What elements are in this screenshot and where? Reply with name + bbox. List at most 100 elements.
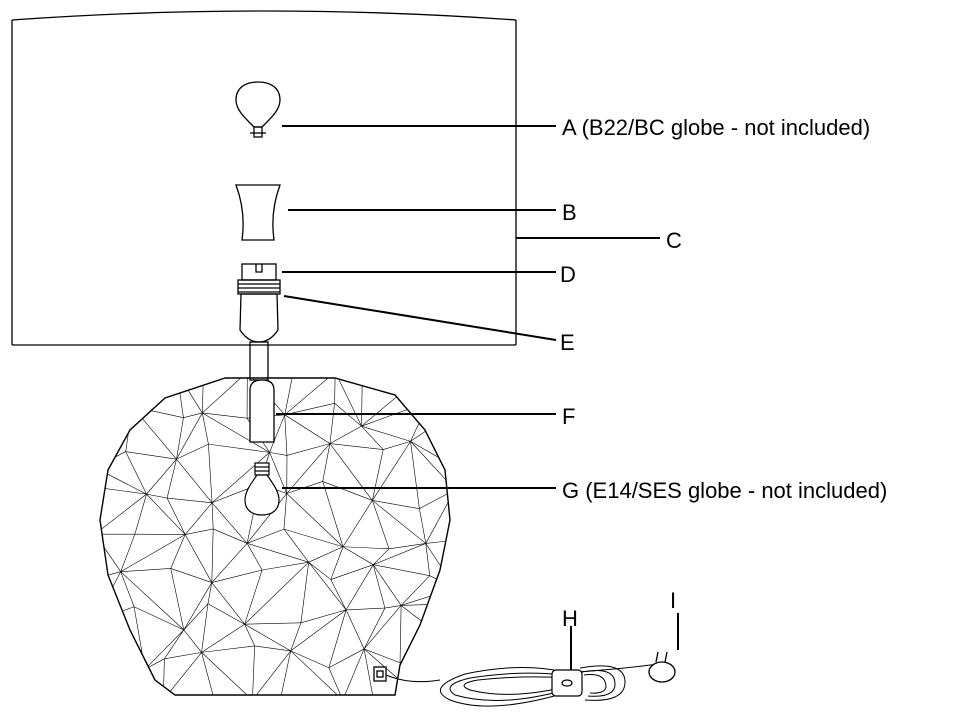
facet-edge	[162, 658, 165, 695]
base-switch	[373, 666, 387, 682]
facet-edge	[322, 481, 344, 547]
facet-edge	[342, 546, 374, 565]
facet-edge	[183, 412, 203, 419]
facet-edge	[400, 575, 430, 606]
facet-edge	[361, 425, 384, 450]
facet-edge	[208, 444, 213, 503]
facet-edge	[269, 452, 287, 494]
facet-edge	[202, 378, 248, 414]
facet-edge	[300, 609, 347, 624]
lamp-holder	[237, 263, 281, 381]
facet-edge	[167, 497, 213, 504]
facet-edge	[211, 582, 245, 625]
facet-edge	[363, 605, 402, 650]
facet-edge	[201, 652, 253, 695]
label-g: G (E14/SES globe - not included)	[562, 478, 887, 503]
facet-edge	[244, 623, 291, 652]
facet-edge	[202, 412, 248, 419]
facet-edge	[100, 406, 133, 416]
facet-edge	[201, 603, 209, 653]
leader-lines	[276, 125, 679, 670]
facet-edge	[426, 378, 430, 402]
facet-edge	[213, 528, 248, 544]
facet-edge	[201, 623, 245, 653]
facet-edge	[125, 451, 147, 495]
power-plug	[648, 651, 676, 683]
facet-edge	[363, 648, 401, 664]
label-b: B	[562, 200, 577, 225]
facet-edge	[410, 441, 450, 490]
facet-edge	[410, 441, 420, 509]
facet-edge	[134, 494, 147, 535]
inline-switch	[551, 669, 583, 697]
facet-edge	[330, 579, 347, 611]
facet-edge	[330, 546, 344, 580]
facet-edge	[120, 534, 136, 572]
facet-edge	[284, 414, 331, 444]
facet-edge	[342, 546, 390, 550]
facet-edge	[164, 629, 185, 659]
facet-edge	[428, 401, 450, 412]
facet-edge	[361, 378, 363, 427]
facet-edge	[133, 606, 184, 631]
facet-edge	[183, 582, 213, 631]
facet-edge	[120, 571, 184, 631]
facet-edge	[170, 568, 185, 630]
facet-edge	[146, 493, 168, 499]
facet-edge	[166, 459, 177, 499]
label-c: C	[666, 228, 682, 253]
facet-edge	[170, 534, 186, 569]
facet-edge	[125, 451, 177, 460]
facet-edge	[334, 378, 336, 404]
facet-edge	[269, 414, 286, 453]
label-d: D	[560, 262, 576, 287]
facet-edge	[132, 378, 136, 407]
facet-edge	[384, 605, 402, 609]
facet-edge	[283, 528, 309, 563]
facet-edge	[283, 493, 288, 530]
facet-edge	[279, 650, 291, 695]
facet-edge	[176, 412, 203, 460]
facet-edge	[284, 378, 336, 416]
facet-edge	[183, 603, 209, 631]
facet-edge	[345, 564, 374, 611]
facet-edge	[284, 402, 335, 416]
facet-edge	[211, 543, 248, 583]
facet-edge	[201, 645, 255, 653]
facet-edge	[202, 412, 209, 445]
facet-edge	[100, 669, 146, 695]
facet-edge	[100, 493, 147, 535]
facet-edge	[262, 561, 309, 571]
facet-edge	[247, 543, 309, 563]
facet-edge	[290, 650, 330, 668]
facet-edge	[425, 543, 450, 589]
facet-edge	[176, 458, 213, 503]
facet-edge	[208, 443, 270, 453]
facet-edge	[100, 659, 145, 670]
facet-edge	[389, 543, 426, 550]
facet-edge	[425, 489, 450, 544]
facet-edge	[329, 443, 384, 450]
facet-edge	[363, 607, 386, 650]
facet-edge	[426, 378, 450, 412]
facet-edge	[185, 528, 214, 535]
facet-edge	[246, 528, 285, 544]
facet-edge	[345, 609, 365, 650]
facet-edge	[329, 425, 362, 444]
facet-edge	[207, 603, 245, 625]
facet-edge	[373, 564, 430, 576]
facet-edge	[211, 569, 263, 583]
facet-edge	[211, 502, 248, 544]
facet-edge	[290, 650, 343, 695]
facet-edge	[328, 648, 365, 668]
facet-edge	[361, 425, 411, 442]
facet-edge	[246, 493, 287, 544]
facet-edge	[363, 648, 423, 695]
facet-edge	[363, 648, 374, 695]
facet-edge	[329, 403, 335, 444]
facet-edge	[244, 569, 263, 625]
facet-edge	[373, 543, 426, 565]
facet-edge	[373, 548, 390, 565]
facet-edge	[163, 652, 202, 695]
facet-edge	[132, 406, 184, 419]
